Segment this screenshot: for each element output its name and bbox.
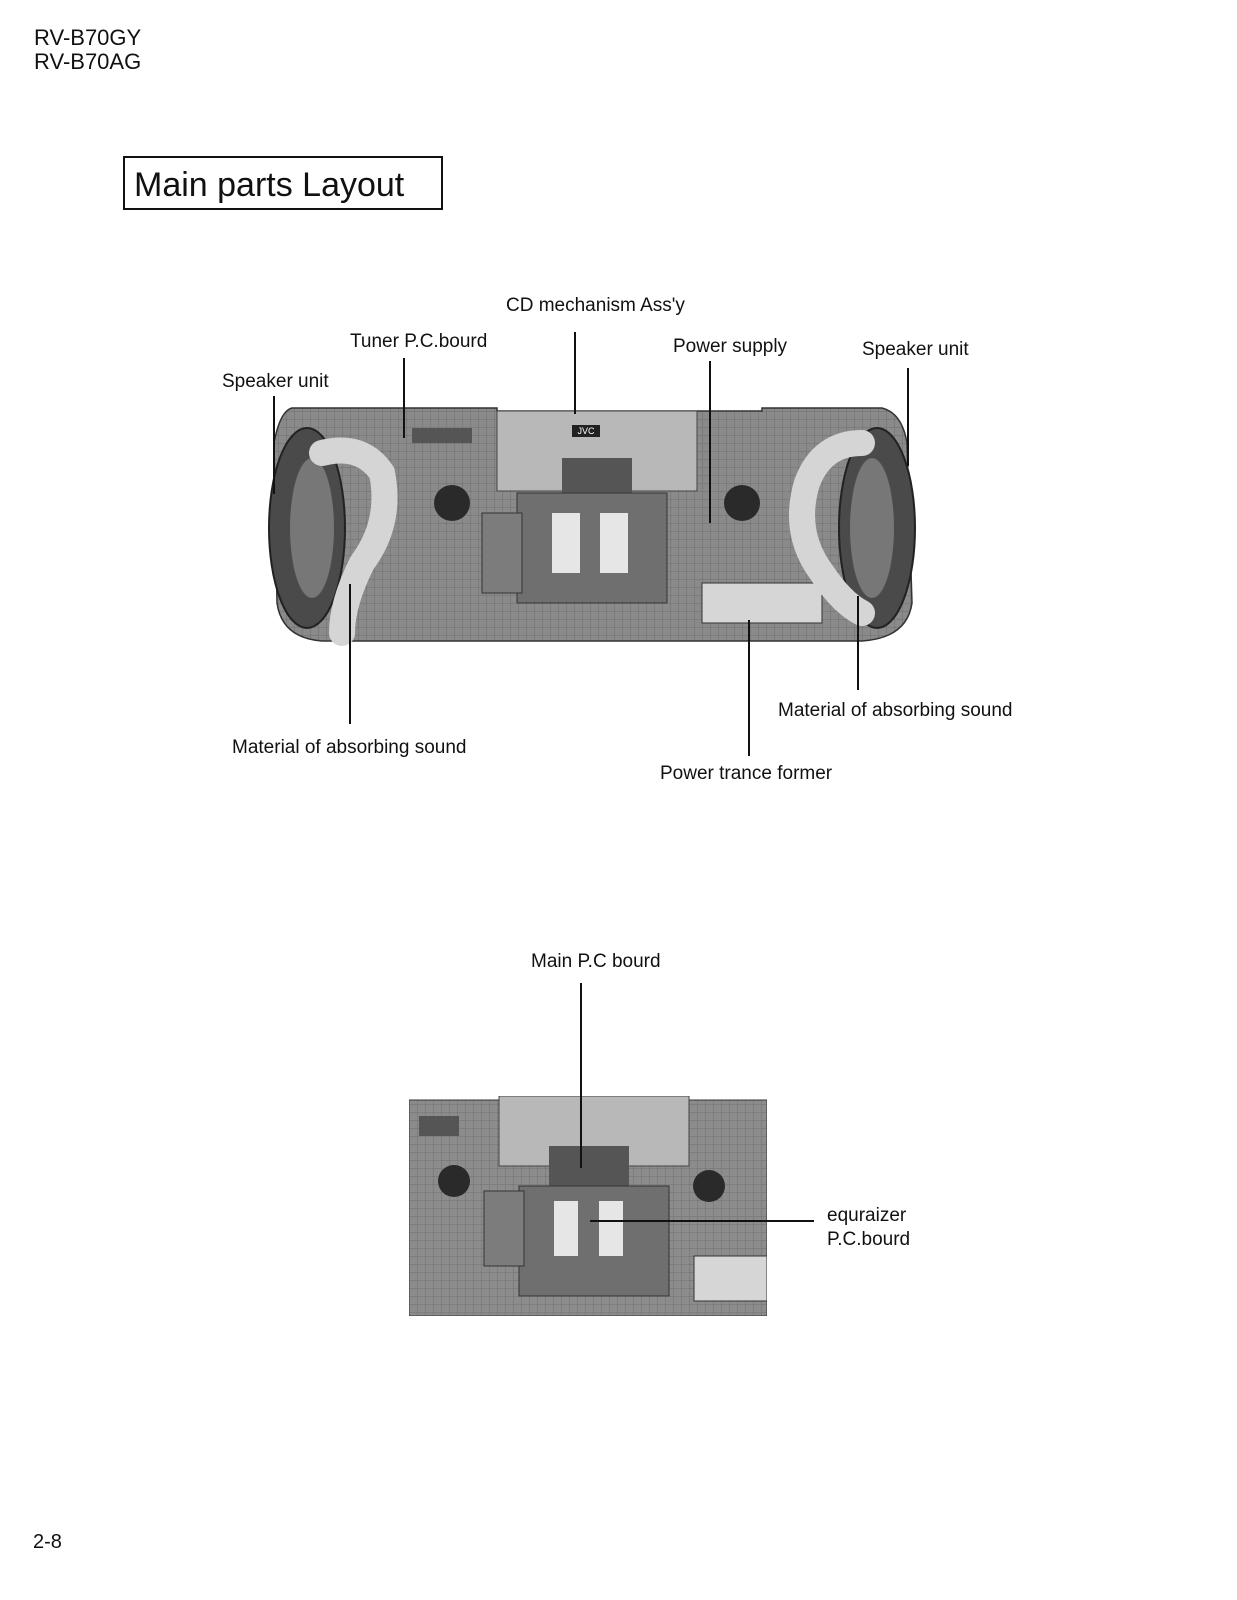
leader-absorb-right (857, 596, 859, 690)
leader-equalizer-pcb (590, 1220, 814, 1222)
label-power-transformer: Power trance former (660, 763, 833, 784)
label-speaker-unit-right: Speaker unit (862, 339, 969, 360)
leader-tuner-pcb (403, 358, 405, 438)
leader-cd-mechanism (574, 332, 576, 414)
page-number: 2-8 (33, 1531, 62, 1553)
model-number-1: RV-B70GY (34, 25, 142, 50)
leader-power-supply (709, 361, 711, 523)
jvc-logo: JVC (577, 426, 595, 436)
label-speaker-unit-left: Speaker unit (222, 371, 329, 392)
section-title: Main parts Layout (134, 166, 405, 204)
label-equalizer-line2: P.C.bourd (827, 1229, 911, 1250)
label-main-pcb: Main P.C bourd (531, 951, 661, 972)
leader-main-pcb (580, 983, 582, 1168)
label-absorb-left: Material of absorbing sound (232, 737, 467, 758)
unit-interior-photo: JVC (262, 403, 924, 647)
label-tuner-pcb: Tuner P.C.bourd (350, 331, 488, 352)
label-cd-mechanism: CD mechanism Ass'y (506, 295, 685, 316)
leader-power-transformer (748, 620, 750, 756)
section-title-box: Main parts Layout (123, 156, 443, 210)
label-absorb-right: Material of absorbing sound (778, 700, 1013, 721)
label-power-supply: Power supply (673, 336, 788, 357)
label-equalizer-line1: equraizer (827, 1205, 907, 1226)
leader-absorb-left (349, 584, 351, 724)
main-board-closeup-photo (409, 1096, 767, 1316)
leader-speaker-unit-right (907, 368, 909, 466)
leader-speaker-unit-left (273, 396, 275, 494)
model-number-2: RV-B70AG (34, 49, 142, 74)
